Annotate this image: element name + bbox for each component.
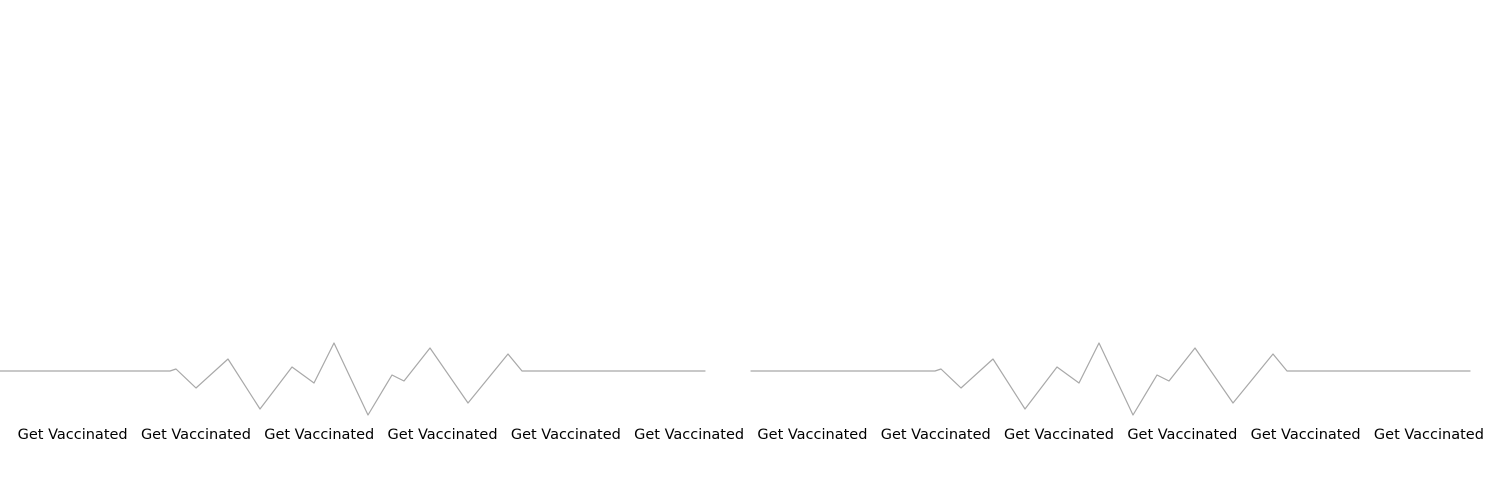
get-vaccinated-link[interactable]: Get Vaccinated: [387, 427, 498, 443]
get-vaccinated-link[interactable]: Get Vaccinated: [17, 427, 128, 443]
get-vaccinated-link[interactable]: Get Vaccinated: [1127, 427, 1238, 443]
get-vaccinated-link[interactable]: Get Vaccinated: [1004, 427, 1115, 443]
get-vaccinated-link[interactable]: Get Vaccinated: [264, 427, 375, 443]
get-vaccinated-link[interactable]: Get Vaccinated: [1373, 427, 1484, 443]
get-vaccinated-link[interactable]: Get Vaccinated: [634, 427, 745, 443]
get-vaccinated-link[interactable]: Get Vaccinated: [880, 427, 991, 443]
get-vaccinated-link[interactable]: Get Vaccinated: [140, 427, 251, 443]
get-vaccinated-link[interactable]: Get Vaccinated: [1250, 427, 1361, 443]
get-vaccinated-link[interactable]: Get Vaccinated: [510, 427, 621, 443]
heartbeat-line-left: [0, 342, 706, 416]
label-row: Get Vaccinated Get Vaccinated Get Vaccin…: [11, 424, 1491, 448]
heartbeat-line-right: [750, 342, 1471, 416]
get-vaccinated-link[interactable]: Get Vaccinated: [757, 427, 868, 443]
